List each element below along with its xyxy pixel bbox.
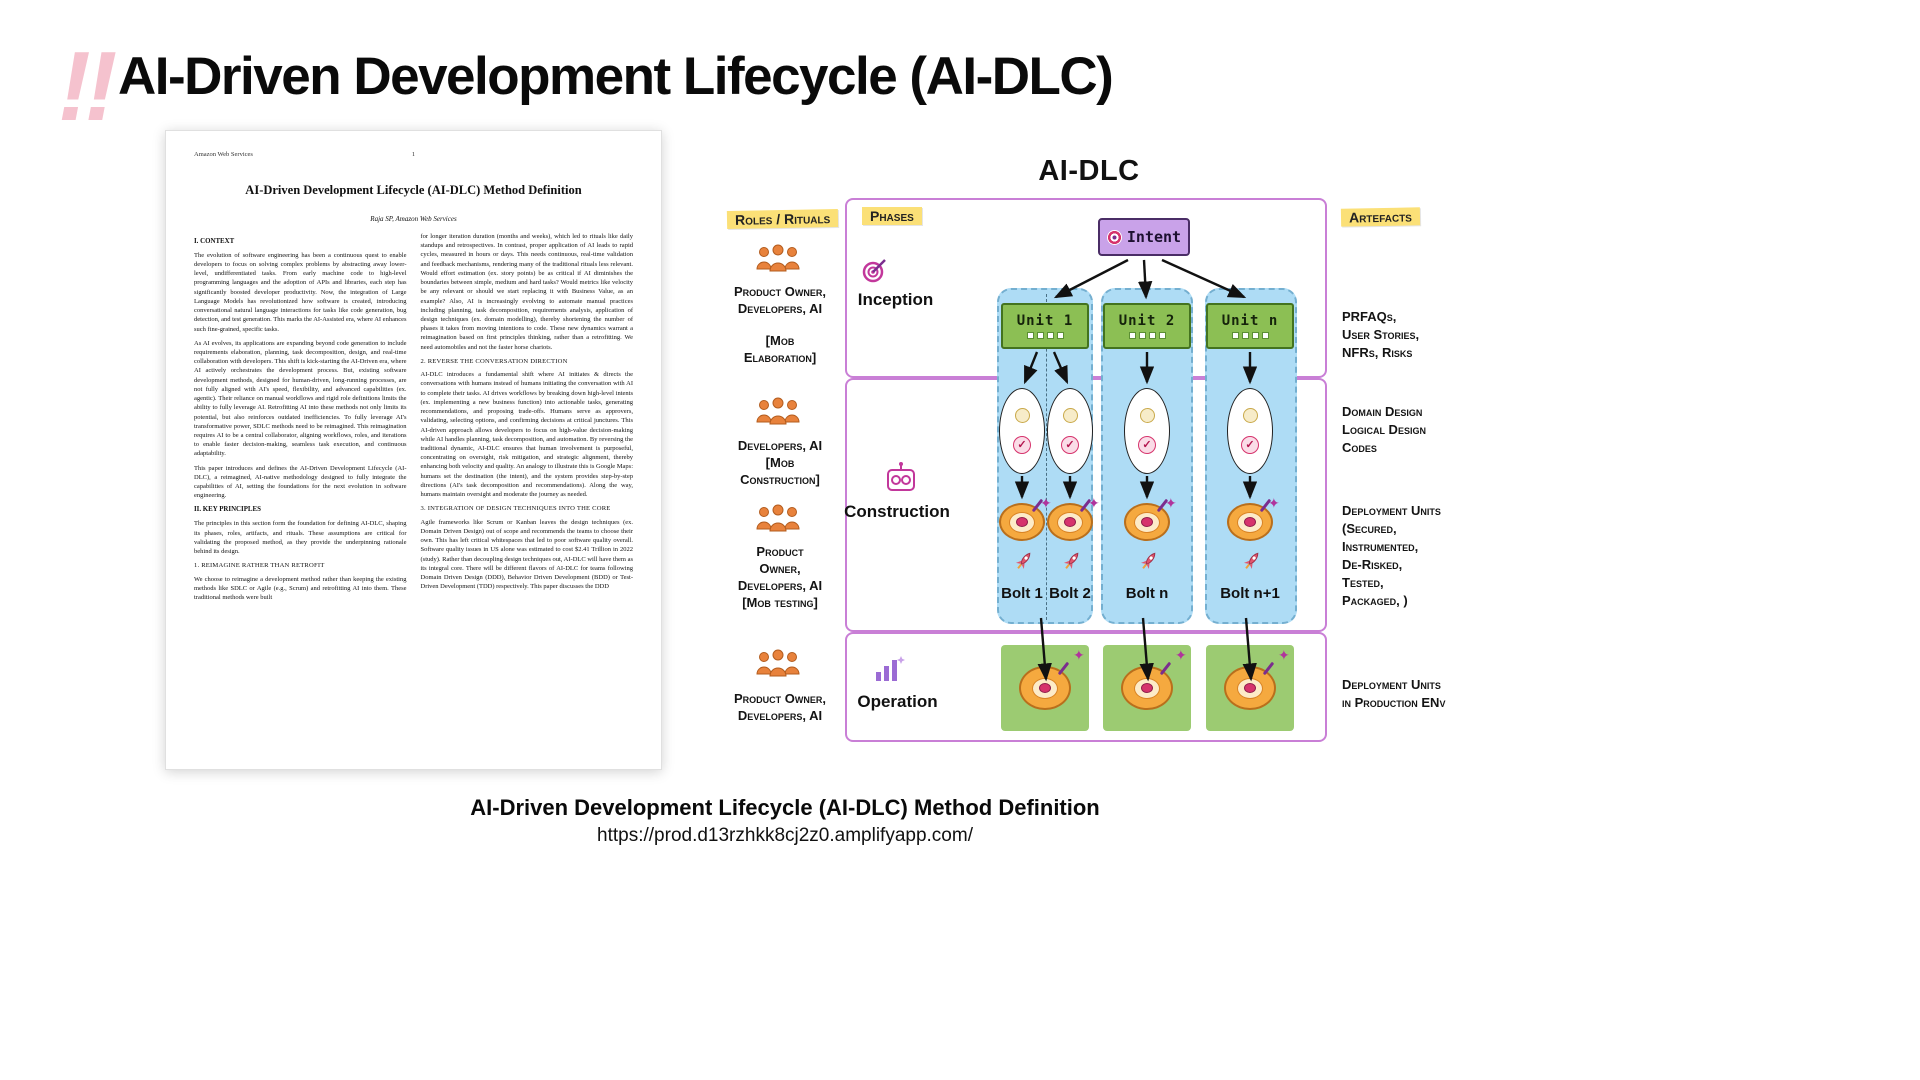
task-circle-icon (1062, 408, 1078, 424)
paper-paragraph: As AI evolves, its applications are expa… (194, 339, 407, 458)
check-circle-icon: ✓ (1013, 435, 1031, 454)
bolt-label-2: Bolt 2 (1049, 585, 1091, 602)
sparkle-icon: ✦ (1088, 495, 1100, 511)
bolt-divider-line (1046, 294, 1047, 620)
section-heading-key-principles: II. KEY PRINCIPLES (194, 506, 261, 514)
unit-label: Unit 1 (1016, 313, 1074, 329)
check-circle-icon: ✓ (1061, 435, 1079, 454)
source-url-link[interactable]: https://prod.d13rzhkk8cj2z0.amplifyapp.c… (597, 825, 973, 846)
dartboard-icon (1227, 498, 1273, 541)
sparkle-icon: ✦ (1073, 647, 1085, 663)
paper-paragraph: The principles in this section form the … (194, 520, 407, 555)
role-label-4: Product Owner, Developers, AI (734, 691, 826, 724)
task-circle-icon (1139, 408, 1155, 424)
task-circle-icon (1014, 408, 1030, 424)
intent-box: Intent (1098, 218, 1190, 256)
paper-paragraph: Agile frameworks like Scrum or Kanban le… (420, 518, 634, 591)
paper-columns: I. CONTEXT The evolution of software eng… (194, 232, 633, 607)
paper-title: AI-Driven Development Lifecycle (AI-DLC)… (245, 183, 582, 197)
intent-label: Intent (1126, 228, 1182, 246)
sparkle-icon: ✦ (1040, 495, 1052, 511)
sparkle-icon: ✦ (1165, 495, 1177, 511)
paper-paragraph: for longer iteration duration (months an… (420, 233, 634, 351)
dartboard-icon (1124, 498, 1170, 541)
dartboard-icon (1224, 661, 1276, 710)
rocket-icon (1015, 552, 1031, 570)
role-label-1: Product Owner, Developers, AI (734, 284, 826, 317)
bolt-workflow-ellipse-3: ✓ (1124, 388, 1170, 474)
bolt-workflow-ellipse-1: ✓ (999, 388, 1045, 474)
people-group-icon (756, 244, 800, 272)
check-circle-icon: ✓ (1138, 435, 1156, 454)
unit-box-3: Unit n (1206, 303, 1294, 349)
bolt-label-3: Bolt n (1125, 585, 1169, 602)
phase-label-operation: Operation (857, 692, 938, 711)
people-group-icon (756, 504, 800, 532)
unit-box-1: Unit 1 (1001, 303, 1089, 349)
dartboard-icon (1121, 661, 1173, 710)
unit-label: Unit n (1221, 313, 1279, 329)
artefacts-header-tag: Artefacts (1340, 207, 1421, 227)
paper-paragraph: AI-DLC introduces a fundamental shift wh… (420, 371, 634, 499)
section-heading-context: I. CONTEXT (194, 238, 235, 245)
dartboard-icon (999, 498, 1045, 541)
task-circle-icon (1242, 408, 1258, 424)
paper-page: Amazon Web Services 1 AI-Driven Developm… (165, 130, 662, 770)
people-group-icon (756, 397, 800, 425)
paper-column-right: for longer iteration duration (months an… (421, 232, 634, 607)
unit-progress-squares (1128, 332, 1166, 339)
bolt-label-4: Bolt n+1 (1220, 585, 1280, 602)
phase-label-construction: Construction (844, 502, 950, 521)
artefact-label-2: Domain Design Logical Design Codes (1342, 404, 1426, 455)
dartboard-icon (1047, 498, 1093, 541)
bolt-workflow-ellipse-4: ✓ (1227, 388, 1273, 474)
bolt-workflow-ellipse-2: ✓ (1047, 388, 1093, 474)
rocket-icon (1140, 552, 1156, 570)
construction-robot-icon (887, 462, 915, 491)
operation-phase-region (845, 632, 1327, 742)
operation-chart-icon (876, 656, 905, 681)
caption-title: AI-Driven Development Lifecycle (AI-DLC)… (470, 795, 1100, 820)
paper-paragraph: The evolution of software engineering ha… (194, 251, 407, 333)
sparkle-icon: ✦ (1175, 647, 1187, 663)
artefact-label-3: Deployment Units (Secured, Instrumented,… (1342, 503, 1441, 608)
role-label-2: Developers, AI [Mob Construction] (737, 438, 823, 488)
phase-label-inception: Inception (857, 290, 934, 309)
dartboard-icon (1019, 661, 1071, 710)
role-label-3: Product Owner, Developers, AI [Mob testi… (737, 544, 823, 611)
sparkle-icon: ✦ (1268, 495, 1280, 511)
unit-box-2: Unit 2 (1103, 303, 1191, 349)
paper-author: Raja SP, Amazon Web Services (370, 215, 457, 223)
paper-header-org: Amazon Web Services (194, 151, 253, 158)
bolt-label-1: Bolt 1 (1001, 585, 1043, 602)
artefact-label-1: PRFAQs, User Stories, NFRs, Risks (1342, 309, 1420, 360)
subsection-heading-reimagine: 1. REIMAGINE RATHER THAN RETROFIT (194, 562, 325, 570)
target-icon (1106, 229, 1122, 245)
unit-progress-squares (1231, 332, 1269, 339)
paper-page-number: 1 (411, 151, 416, 158)
rocket-icon (1243, 552, 1259, 570)
paper-column-left: I. CONTEXT The evolution of software eng… (194, 232, 407, 607)
roles-rituals-header-tag: Roles / Rituals (726, 209, 839, 229)
people-group-icon (756, 649, 800, 677)
unit-label: Unit 2 (1118, 313, 1176, 329)
slide-title: AI-Driven Development Lifecycle (AI-DLC) (118, 47, 1114, 106)
rocket-icon (1063, 552, 1079, 570)
phases-header-tag: Phases (862, 207, 922, 225)
paper-paragraph: This paper introduces and defines the AI… (194, 464, 407, 500)
ritual-label-mob-elaboration: [Mob Elaboration] (743, 333, 817, 366)
inception-target-icon (862, 259, 886, 283)
sparkle-icon: ✦ (1278, 647, 1290, 663)
artefact-label-4: Deployment Units in Production ENv (1342, 677, 1446, 710)
unit-progress-squares (1026, 332, 1064, 339)
subsection-heading-integration: 3. INTEGRATION OF DESIGN TECHNIQUES INTO… (420, 505, 611, 513)
diagram-title: AI-DLC (1038, 155, 1140, 187)
check-circle-icon: ✓ (1241, 435, 1259, 454)
decorative-exclamation-marks: !! (58, 31, 117, 141)
paper-paragraph: We choose to reimagine a development met… (194, 575, 407, 601)
subsection-heading-reverse: 2. REVERSE THE CONVERSATION DIRECTION (420, 357, 568, 365)
